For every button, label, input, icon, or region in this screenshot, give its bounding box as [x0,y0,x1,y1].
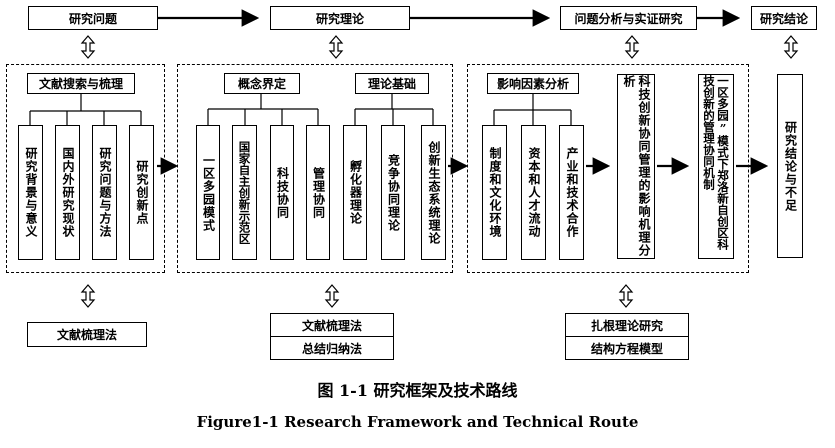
factor-item-3: 产业和技术合作 [559,125,584,260]
lit-item-3: 研究问题与方法 [92,125,117,260]
method-lit-review-2: 文献梳理法 [270,313,394,337]
concept-item-2: 国家自主创新示范区 [232,125,257,260]
zhengluo-mechanism-box: 一区多园”模式下郑洛新自创区科技创新的管理协同机制 [698,74,734,259]
concept-item-3: 科技协同 [270,125,294,260]
double-arrow-4 [783,35,799,59]
lit-item-1: 研究背景与意义 [18,125,43,260]
method-lit-review-1: 文献梳理法 [27,322,147,347]
theory-dashed-group [177,64,453,273]
concept-item-4: 管理协同 [306,125,330,260]
concept-item-1: 一区多园模式 [196,125,220,260]
problem-analysis-box: 问题分析与实证研究 [560,6,697,30]
double-arrow-5 [80,284,96,308]
method-grounded-theory: 扎根理论研究 [565,313,689,337]
double-arrow-3 [624,35,640,59]
concept-title: 概念界定 [224,73,300,94]
double-arrow-7 [618,284,634,308]
double-arrow-2 [328,35,344,59]
research-theory-box: 研究理论 [270,6,410,30]
factor-title: 影响因素分析 [487,73,579,94]
lit-item-4: 研究创新点 [129,125,154,260]
theory-item-3: 创新生态系统理论 [421,125,446,260]
method-summary: 总结归纳法 [270,336,394,360]
method-sem: 结构方程模型 [565,336,689,360]
theory-item-1: 孵化器理论 [343,125,367,260]
caption-english: Figure1-1 Research Framework and Technic… [196,413,639,431]
double-arrow-6 [324,284,340,308]
lit-item-2: 国内外研究现状 [55,125,80,260]
research-problem-box: 研究问题 [28,6,158,30]
research-conclusion-box: 研究结论 [751,6,817,30]
caption-chinese: 图 1-1 研究框架及技术路线 [317,381,518,400]
double-arrow-1 [80,35,96,59]
theory-title: 理论基础 [355,73,429,94]
analysis-dashed-group [467,64,749,273]
literature-dashed-group [6,64,165,273]
factor-item-1: 制度和文化环境 [482,125,507,260]
theory-item-2: 竞争协同理论 [381,125,405,260]
mechanism-box: 科技创新协同管理的影响机理分析 [617,74,655,259]
literature-title: 文献搜索与梳理 [27,73,135,94]
conclusion-box: 研究结论与不足 [777,74,803,258]
factor-item-2: 资本和人才流动 [521,125,546,260]
